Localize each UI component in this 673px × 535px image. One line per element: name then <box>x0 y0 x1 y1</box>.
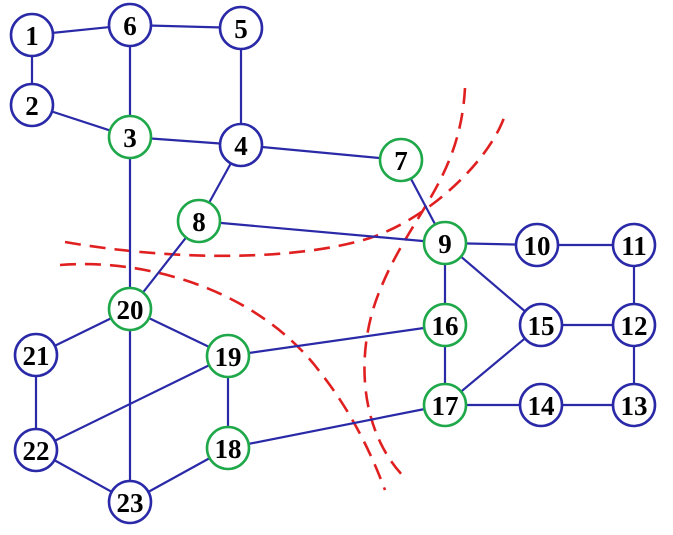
node-8: 8 <box>176 198 222 244</box>
node-circle <box>611 222 657 268</box>
node-4: 4 <box>218 122 264 168</box>
node-circle <box>107 114 153 160</box>
node-circle <box>13 332 59 378</box>
node-label: 13 <box>621 391 648 421</box>
node-5: 5 <box>218 5 264 51</box>
node-1: 1 <box>9 12 55 58</box>
node-circle <box>422 302 468 348</box>
node-label: 18 <box>215 434 242 464</box>
node-7: 7 <box>378 137 424 183</box>
node-label: 11 <box>621 231 647 261</box>
node-circle <box>107 2 153 48</box>
node-6: 6 <box>107 2 153 48</box>
node-label: 14 <box>528 391 555 421</box>
edge-4-7 <box>240 143 402 162</box>
node-2: 2 <box>9 82 55 128</box>
node-label: 16 <box>432 311 459 341</box>
node-label: 12 <box>621 311 648 341</box>
node-circle <box>518 382 564 428</box>
node-circle <box>378 137 424 183</box>
node-12: 12 <box>611 302 657 348</box>
node-label: 15 <box>528 311 555 341</box>
node-label: 23 <box>117 488 144 518</box>
node-circle <box>13 427 59 473</box>
node-circle <box>518 302 564 348</box>
node-9: 9 <box>422 220 468 266</box>
edge-8-9 <box>198 219 446 245</box>
node-circle <box>107 286 153 332</box>
node-14: 14 <box>518 382 564 428</box>
node-label: 7 <box>394 146 408 176</box>
node-circle <box>422 382 468 428</box>
edge-19-22 <box>35 355 229 451</box>
node-22: 22 <box>13 427 59 473</box>
node-label: 10 <box>524 231 551 261</box>
node-circle <box>611 382 657 428</box>
node-circle <box>422 220 468 266</box>
node-19: 19 <box>205 333 251 379</box>
node-label: 1 <box>25 21 39 51</box>
node-circle <box>9 82 55 128</box>
node-21: 21 <box>13 332 59 378</box>
cut-line-right <box>363 87 467 479</box>
node-label: 5 <box>234 14 248 44</box>
node-circle <box>205 425 251 471</box>
node-circle <box>218 5 264 51</box>
node-3: 3 <box>107 114 153 160</box>
node-20: 20 <box>107 286 153 332</box>
node-11: 11 <box>611 222 657 268</box>
node-label: 21 <box>23 341 50 371</box>
node-16: 16 <box>422 302 468 348</box>
cut-line-upper <box>64 114 507 258</box>
node-circle <box>9 12 55 58</box>
node-10: 10 <box>514 222 560 268</box>
node-circle <box>176 198 222 244</box>
node-label: 20 <box>117 295 144 325</box>
node-15: 15 <box>518 302 564 348</box>
node-label: 6 <box>123 11 137 41</box>
node-label: 2 <box>25 91 39 121</box>
node-label: 19 <box>215 342 242 372</box>
node-label: 22 <box>23 436 50 466</box>
edge-19-16 <box>227 323 446 358</box>
node-circle <box>205 333 251 379</box>
node-13: 13 <box>611 382 657 428</box>
node-23: 23 <box>107 479 153 525</box>
node-circle <box>107 479 153 525</box>
node-circle <box>514 222 560 268</box>
node-circle <box>611 302 657 348</box>
node-label: 4 <box>234 131 248 161</box>
edge-18-17 <box>227 403 446 450</box>
node-label: 3 <box>123 123 137 153</box>
node-label: 8 <box>192 207 206 237</box>
node-circle <box>218 122 264 168</box>
node-label: 9 <box>438 229 452 259</box>
node-label: 17 <box>432 391 459 421</box>
node-17: 17 <box>422 382 468 428</box>
node-18: 18 <box>205 425 251 471</box>
